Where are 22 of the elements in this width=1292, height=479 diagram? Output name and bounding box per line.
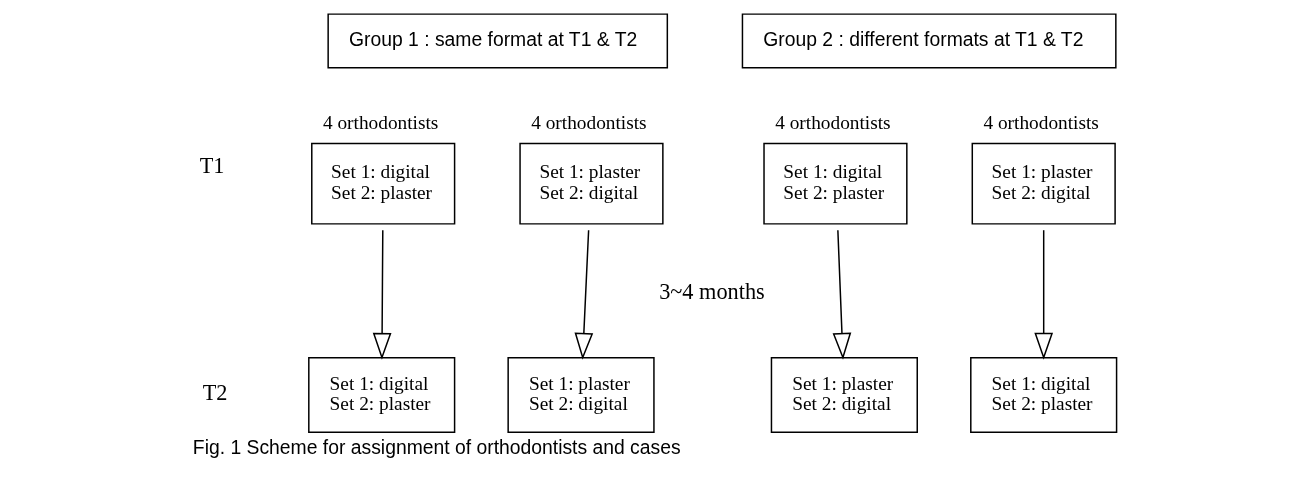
node-box: Set 1: digital Set 2: plaster — [969, 357, 1117, 433]
node-box: Set 1: digital Set 2: plaster — [762, 142, 908, 225]
arrow — [1033, 229, 1053, 360]
node-label: 4 orthodontists — [774, 112, 891, 134]
node-box: Set 1: plaster Set 2: digital — [971, 142, 1116, 225]
node-box: Set 1: digital Set 2: plaster — [310, 142, 455, 225]
node-label: 4 orthodontists — [322, 112, 438, 134]
label: T1 — [199, 152, 225, 178]
label: 3~4 months — [658, 279, 765, 304]
node-label: 4 orthodontists — [530, 112, 647, 134]
label: T2 — [202, 380, 227, 406]
arrow — [832, 229, 851, 360]
node-box: Group 1 : same format at T1 & T2 — [326, 13, 668, 69]
node-box: Group 2 : different formats at T1 & T2 — [741, 13, 1117, 69]
node-box: Set 1: plaster Set 2: digital — [770, 357, 918, 433]
arrow — [574, 229, 593, 360]
node-box: Set 1: digital Set 2: plaster — [307, 357, 455, 433]
node-box: Set 1: plaster Set 2: digital — [506, 357, 655, 433]
arrow — [372, 229, 391, 360]
node-label: 4 orthodontists — [982, 112, 1099, 134]
node-box: Set 1: plaster Set 2: digital — [518, 142, 664, 225]
caption: Fig. 1 Scheme for assignment of orthodontists and cases — [192, 436, 681, 458]
